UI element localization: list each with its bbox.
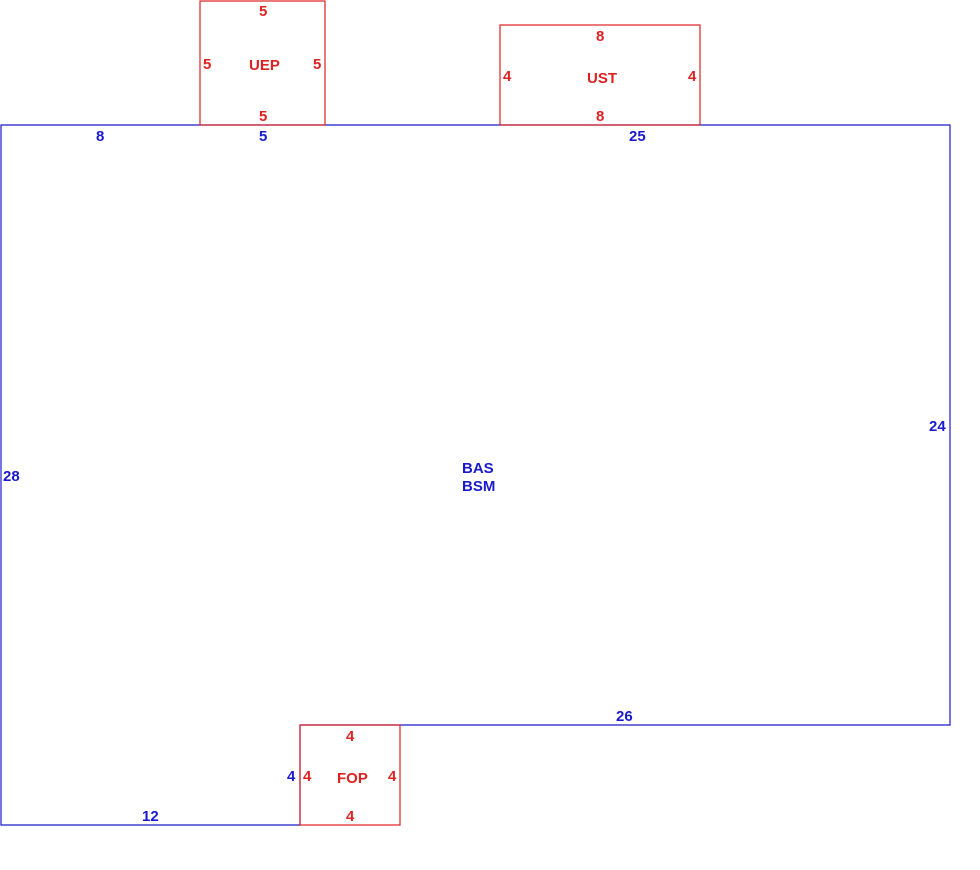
- fop-dim-right: 4: [388, 768, 397, 785]
- uep-dim-top: 5: [259, 3, 267, 20]
- dim-bottom: 12: [142, 808, 159, 825]
- fop-dim-bottom: 4: [346, 808, 355, 825]
- ust-dim-left: 4: [503, 68, 512, 85]
- ust-dim-top: 8: [596, 28, 604, 45]
- uep-dim-right: 5: [313, 56, 321, 73]
- dim-top-left: 8: [96, 128, 104, 145]
- uep-dim-left: 5: [203, 56, 211, 73]
- dim-top-middle: 5: [259, 128, 267, 145]
- dim-top-right: 25: [629, 128, 646, 145]
- uep-label: UEP: [249, 57, 280, 74]
- main-area-label-1: BAS: [462, 460, 494, 477]
- ust-outline: [499, 24, 701, 126]
- main-area-label-2: BSM: [462, 478, 495, 495]
- dim-inner-left: 4: [287, 768, 296, 785]
- fop-dim-left: 4: [303, 768, 312, 785]
- fop-dim-top: 4: [346, 728, 355, 745]
- uep-outline: [199, 0, 326, 126]
- fop-label: FOP: [337, 770, 368, 787]
- ust-label: UST: [587, 70, 617, 87]
- dim-right: 24: [929, 418, 946, 435]
- dim-left: 28: [3, 468, 20, 485]
- uep-dim-bottom: 5: [259, 108, 267, 125]
- ust-dim-right: 4: [688, 68, 697, 85]
- fop-outline: [299, 724, 401, 826]
- ust-dim-bottom: 8: [596, 108, 604, 125]
- dim-inner-top: 26: [616, 708, 633, 725]
